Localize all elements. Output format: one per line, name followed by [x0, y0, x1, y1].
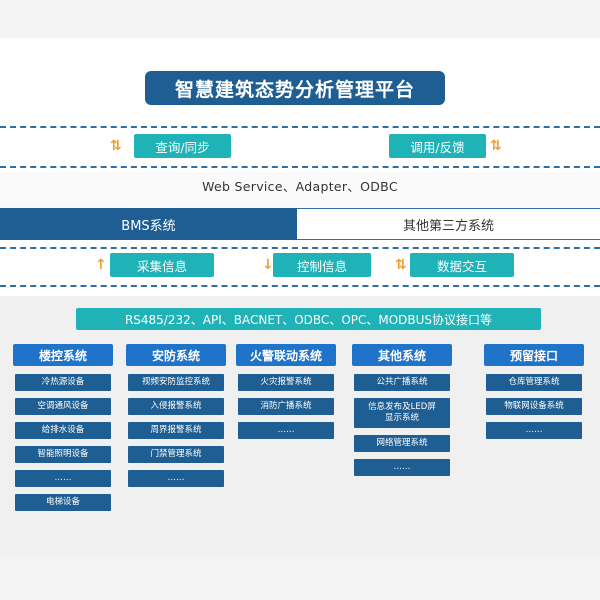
column-item: 门禁管理系统: [128, 446, 224, 463]
column-building-control: 楼控系统 冷热源设备 空调通风设备 给排水设备 智能照明设备 …… 电梯设备: [13, 344, 113, 511]
up-arrow-icon: ↑: [95, 257, 107, 273]
column-item: 入侵报警系统: [128, 398, 224, 415]
interface-band: [0, 172, 600, 208]
column-item: 消防广播系统: [238, 398, 334, 415]
column-item: 智能照明设备: [15, 446, 111, 463]
protocol-bar: RS485/232、API、BACNET、ODBC、OPC、MODBUS协议接口…: [76, 308, 541, 330]
column-item: ……: [15, 470, 111, 487]
column-item: ……: [128, 470, 224, 487]
control-info-box: 控制信息: [273, 253, 371, 277]
dashed-line-top-1: [0, 126, 600, 128]
bms-system-bar: BMS系统: [0, 208, 297, 240]
up-down-arrows-icon: ⇅: [490, 138, 502, 154]
interface-protocols: Web Service、Adapter、ODBC: [202, 179, 398, 194]
column-item: ……: [486, 422, 582, 439]
dashed-line-mid-2: [0, 285, 600, 287]
column-header: 其他系统: [352, 344, 452, 366]
up-down-arrows-icon: ⇅: [395, 257, 407, 273]
column-item: 火灾报警系统: [238, 374, 334, 391]
column-item: 网络管理系统: [354, 435, 450, 452]
dashed-line-mid-1: [0, 247, 600, 249]
column-other-systems: 其他系统 公共广播系统 信息发布及LED屏显示系统 网络管理系统 ……: [352, 344, 452, 476]
column-item: 冷热源设备: [15, 374, 111, 391]
up-down-arrows-icon: ⇅: [110, 138, 122, 154]
collect-info-box: 采集信息: [110, 253, 214, 277]
dashed-line-top-2: [0, 166, 600, 168]
column-security: 安防系统 视频安防监控系统 入侵报警系统 周界报警系统 门禁管理系统 ……: [126, 344, 226, 487]
column-item: 公共广播系统: [354, 374, 450, 391]
column-item: 视频安防监控系统: [128, 374, 224, 391]
column-header: 安防系统: [126, 344, 226, 366]
column-item: ……: [354, 459, 450, 476]
column-item: ……: [238, 422, 334, 439]
column-item: 信息发布及LED屏显示系统: [354, 398, 450, 428]
column-header: 预留接口: [484, 344, 584, 366]
query-sync-box: 查询/同步: [134, 134, 231, 158]
platform-title: 智慧建筑态势分析管理平台: [145, 71, 445, 105]
column-reserved-interface: 预留接口 仓库管理系统 物联网设备系统 ……: [484, 344, 584, 439]
column-item: 空调通风设备: [15, 398, 111, 415]
call-feedback-box: 调用/反馈: [389, 134, 486, 158]
column-item: 给排水设备: [15, 422, 111, 439]
column-fire-alarm: 火警联动系统 火灾报警系统 消防广播系统 ……: [236, 344, 336, 439]
column-header: 楼控系统: [13, 344, 113, 366]
third-party-system-bar: 其他第三方系统: [297, 208, 600, 240]
column-item: 电梯设备: [15, 494, 111, 511]
column-item: 物联网设备系统: [486, 398, 582, 415]
data-exchange-box: 数据交互: [410, 253, 514, 277]
column-item: 周界报警系统: [128, 422, 224, 439]
down-arrow-icon: ↓: [262, 257, 274, 273]
column-item: 仓库管理系统: [486, 374, 582, 391]
column-header: 火警联动系统: [236, 344, 336, 366]
